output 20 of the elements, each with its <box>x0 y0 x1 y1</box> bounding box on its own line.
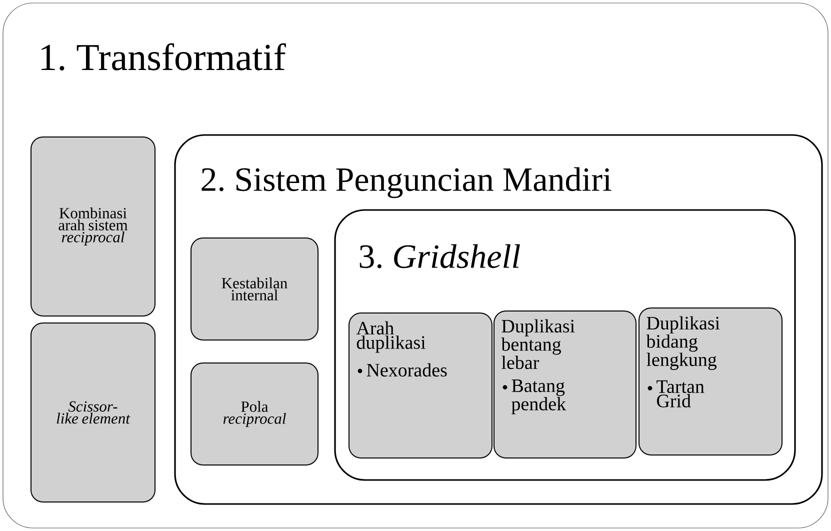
bullet-item: Nexorades <box>366 363 447 377</box>
box-heading: Arah duplikasi <box>356 321 426 353</box>
concept-box <box>494 310 636 458</box>
box-text: Scissor-like element <box>56 401 130 424</box>
group-title: 3. Gridshell <box>360 244 520 268</box>
group-title: 1. Transformatif <box>42 43 286 70</box>
bullet-item: Batang pendek <box>512 380 566 414</box>
group-title: 2. Sistem Penguncian Mandiri <box>202 167 612 198</box>
concept-box <box>348 312 492 458</box>
box-text: Kombinasi arah sistem reciprocal <box>58 207 128 246</box>
concept-box <box>190 362 318 466</box>
box-text: Kestabilan internal <box>222 278 288 300</box>
concept-box <box>30 136 156 316</box>
bullet-item: Tartan Grid <box>656 380 704 408</box>
concept-box <box>638 308 782 456</box>
box-text: Pola reciprocal <box>223 400 286 428</box>
concept-box <box>30 322 156 502</box>
box-heading: Duplikasi bidang lengkung <box>646 316 720 370</box>
concept-box <box>190 238 318 340</box>
box-heading: Duplikasi bentang lebar <box>501 319 575 370</box>
